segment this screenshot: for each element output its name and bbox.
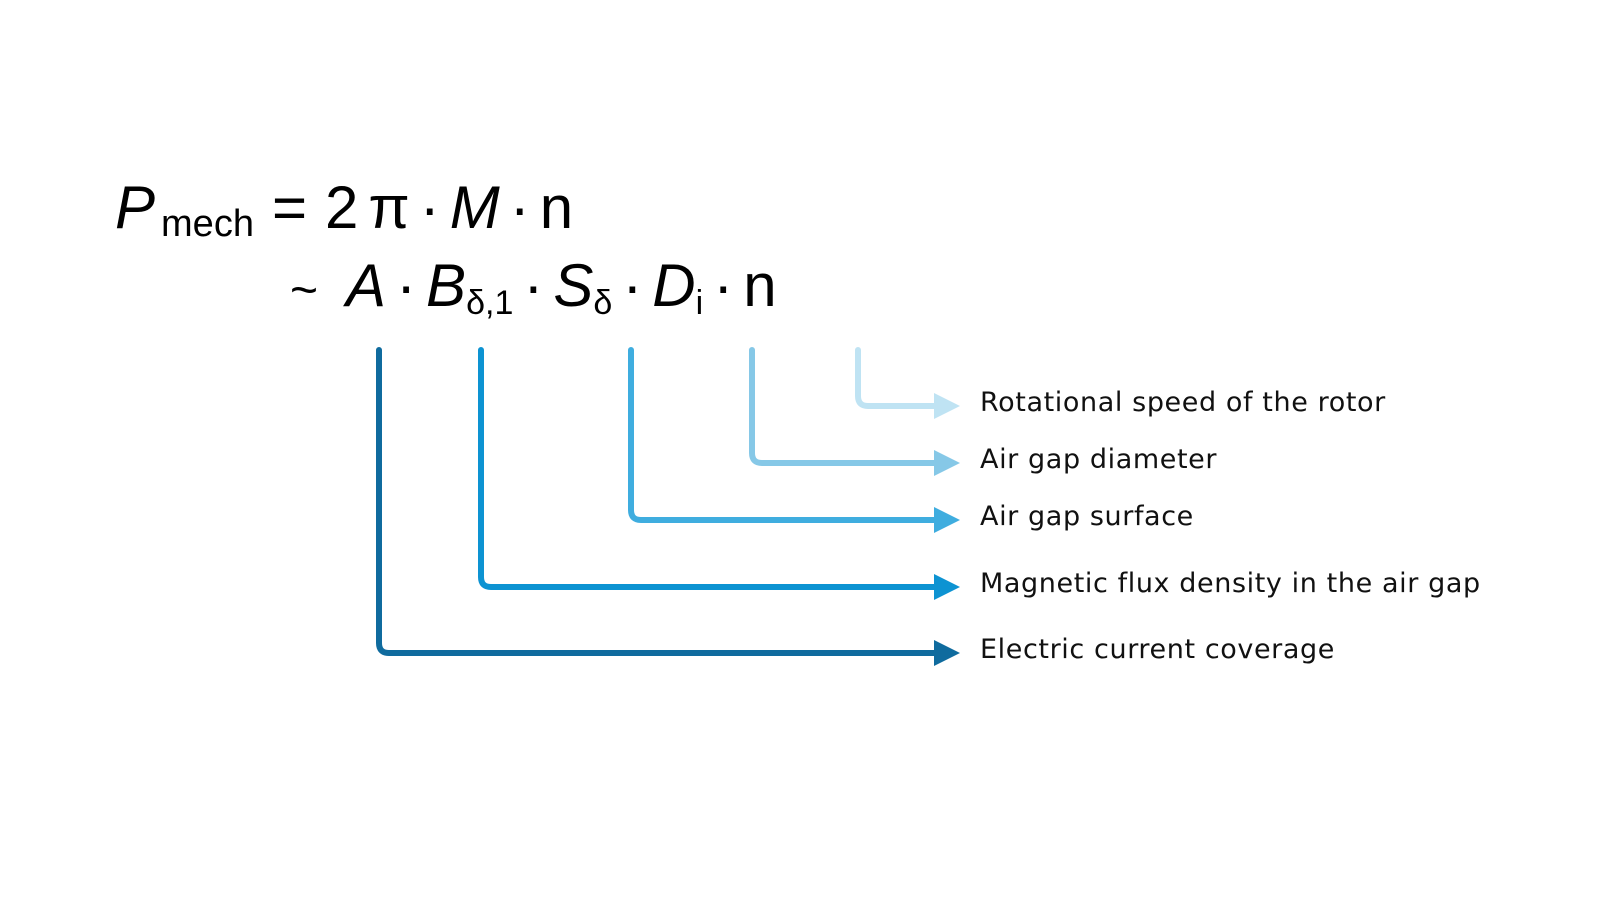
label-electric-current-coverage: Electric current coverage [980,634,1335,665]
proportional-tilde: ~ [290,264,319,317]
diameter-subscript: i [695,284,704,322]
arrowhead-icon [934,574,960,600]
power-symbol: P [115,174,156,241]
constant-two: 2 [325,174,359,241]
connector-magnetic-flux-density [478,347,960,600]
flux-density-subscript: δ,1 [466,284,514,322]
label-air-gap-diameter: Air gap diameter [980,444,1218,475]
arrowhead-icon [934,393,960,419]
diameter-symbol: D [652,252,696,319]
connector-air-gap-diameter [749,347,960,476]
arrowhead-icon [934,640,960,666]
multiply-dot: · [509,174,530,241]
arrowhead-icon [934,450,960,476]
multiply-dot: · [419,174,440,241]
multiply-dot: · [622,252,643,319]
connector-air-gap-surface [628,347,960,533]
surface-subscript: δ [593,284,613,322]
flux-density-symbol: B [426,252,467,319]
multiply-dot: · [523,252,544,319]
formula-line-2: ~A·Bδ,1·Sδ·Di·n [290,256,777,321]
torque-symbol: M [449,174,500,241]
multiply-dot: · [713,252,734,319]
current-coverage-symbol: A [346,252,387,319]
speed-symbol: n [539,174,574,241]
label-rotational-speed: Rotational speed of the rotor [980,387,1386,418]
power-subscript: mech [161,203,254,245]
connector-electric-current-coverage [376,347,960,666]
label-air-gap-surface: Air gap surface [980,501,1194,532]
connector-rotational-speed [855,347,960,419]
arrowhead-icon [934,507,960,533]
surface-symbol: S [553,252,594,319]
multiply-dot: · [396,252,417,319]
pi-symbol: π [368,174,410,241]
equals-sign: = [271,174,307,241]
speed-symbol: n [743,252,777,319]
label-magnetic-flux-density: Magnetic flux density in the air gap [980,568,1481,599]
